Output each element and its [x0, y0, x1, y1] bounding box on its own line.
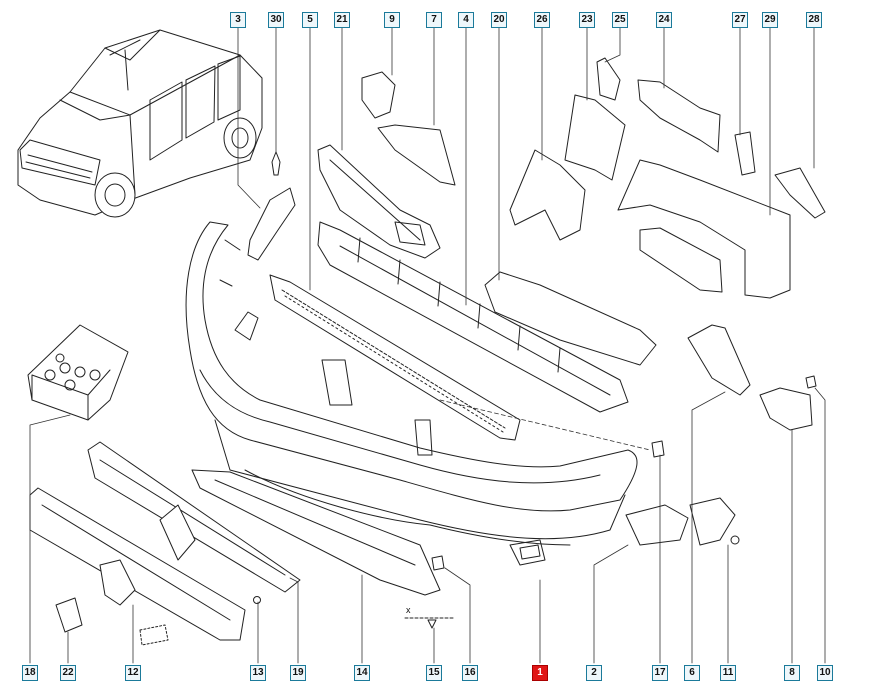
callout-14: 14 — [354, 665, 370, 681]
axis-mark: x — [406, 605, 411, 615]
callout-6: 6 — [684, 665, 700, 681]
air-guide-26 — [509, 149, 586, 241]
bracket-3 — [247, 187, 296, 261]
bracket-2b — [689, 497, 736, 546]
clip-17 — [651, 440, 665, 458]
part-27 — [734, 131, 756, 176]
part-24 — [637, 79, 721, 153]
callout-17: 17 — [652, 665, 668, 681]
callout-5: 5 — [302, 12, 318, 28]
callout-30: 30 — [268, 12, 284, 28]
part-9 — [361, 71, 396, 119]
callout-25: 25 — [612, 12, 628, 28]
clip-16 — [431, 555, 445, 571]
radiator-grille-19 — [87, 441, 301, 593]
part-25 — [596, 57, 621, 101]
callout-2: 2 — [586, 665, 602, 681]
callout-7: 7 — [426, 12, 442, 28]
callout-10: 10 — [817, 665, 833, 681]
callout-26: 26 — [534, 12, 550, 28]
callout-24: 24 — [656, 12, 672, 28]
front-bumper — [185, 221, 638, 566]
callout-16: 16 — [462, 665, 478, 681]
clip-10 — [805, 375, 817, 389]
upper-beam — [317, 144, 441, 259]
callout-23: 23 — [579, 12, 595, 28]
screw-13 — [253, 596, 261, 604]
callout-22: 22 — [60, 665, 76, 681]
undertray-14 — [191, 469, 441, 596]
callout-21: 21 — [334, 12, 350, 28]
beam-20 — [484, 271, 657, 366]
clip-kit-box-18 — [27, 324, 129, 421]
air-guide-23 — [564, 94, 626, 181]
crossmember-29 — [617, 159, 791, 299]
part-22 — [55, 597, 83, 633]
fog-housing-8 — [759, 387, 813, 431]
bracket-6 — [687, 324, 751, 396]
callout-18: 18 — [22, 665, 38, 681]
callout-27: 27 — [732, 12, 748, 28]
clip-11 — [730, 535, 740, 545]
callout-8: 8 — [784, 665, 800, 681]
energy-absorber — [317, 221, 629, 413]
callout-1: 1 — [532, 665, 548, 681]
lower-grille — [269, 274, 521, 441]
bracket-2 — [625, 504, 689, 546]
callout-4: 4 — [458, 12, 474, 28]
callout-12: 12 — [125, 665, 141, 681]
callout-3: 3 — [230, 12, 246, 28]
part-7 — [377, 124, 456, 186]
fastener-15 — [427, 619, 437, 629]
vehicle-sketch — [17, 29, 263, 218]
callout-15: 15 — [426, 665, 442, 681]
callout-28: 28 — [806, 12, 822, 28]
screw-30 — [271, 151, 281, 176]
callout-11: 11 — [720, 665, 736, 681]
grille-12 — [29, 487, 246, 646]
callout-20: 20 — [491, 12, 507, 28]
callout-29: 29 — [762, 12, 778, 28]
callout-9: 9 — [384, 12, 400, 28]
callout-13: 13 — [250, 665, 266, 681]
leader-lines — [29, 27, 826, 664]
bracket-small — [639, 227, 723, 293]
part-28 — [774, 167, 826, 219]
callout-19: 19 — [290, 665, 306, 681]
